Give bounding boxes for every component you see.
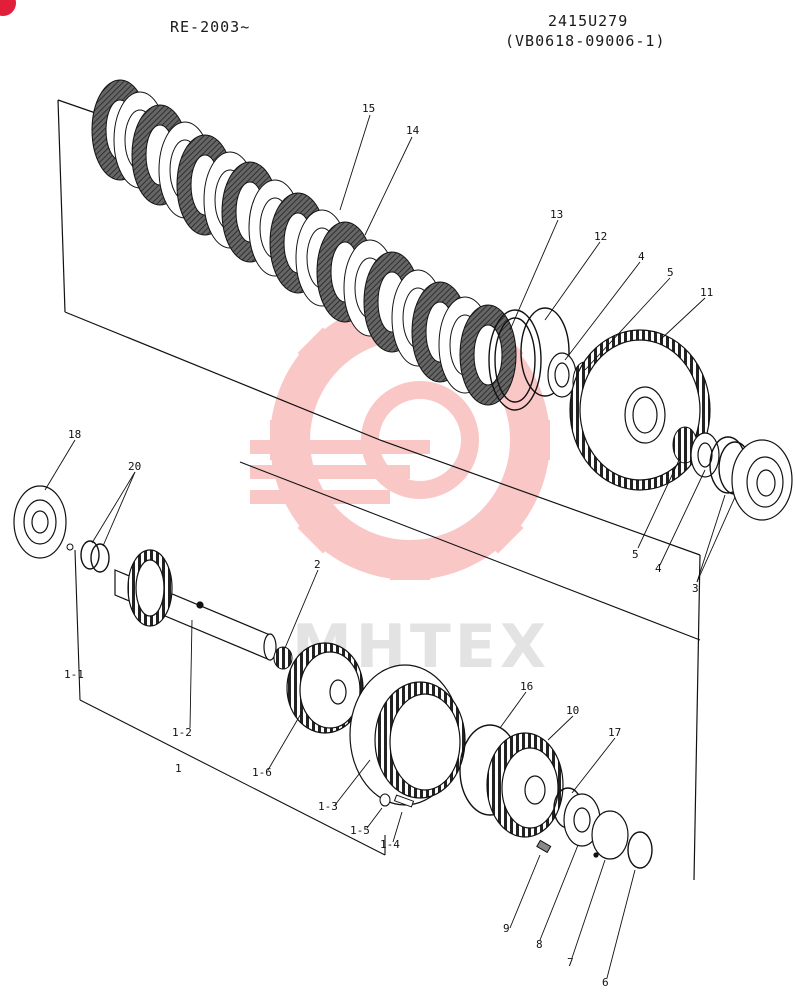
pin-9	[536, 839, 552, 854]
callout-13: 13	[550, 208, 563, 221]
washer-4-lower	[690, 432, 720, 478]
callout-1-2: 1-2	[172, 726, 192, 739]
callout-4b: 4	[655, 562, 662, 575]
rings-20	[80, 540, 110, 573]
gear-11	[569, 329, 711, 491]
ball-bearing-18	[13, 485, 67, 559]
callout-6: 6	[602, 976, 609, 989]
callout-11: 11	[700, 286, 713, 299]
callout-5b: 5	[632, 548, 639, 561]
ball-bearing-right	[731, 439, 793, 521]
callout-4a: 4	[638, 250, 645, 263]
callout-8: 8	[536, 938, 543, 951]
planet-carrier-1-6	[286, 642, 364, 734]
callout-16: 16	[520, 680, 533, 693]
callout-14: 14	[406, 124, 420, 137]
ball-1-1	[66, 543, 74, 551]
callout-1: 1	[175, 762, 182, 775]
callout-18: 18	[68, 428, 81, 441]
clutch-disc-stack	[91, 79, 517, 406]
washer-1-5	[379, 793, 391, 807]
washer-8	[563, 793, 601, 847]
bolt-1-4	[393, 794, 415, 808]
callout-1-3: 1-3	[318, 800, 338, 813]
part-code-label: 2415U279	[548, 12, 629, 30]
needle-bearing-2	[273, 646, 293, 670]
lower-frame	[74, 461, 701, 856]
ring-gear-housing-1-3	[349, 664, 466, 806]
callout-2: 2	[314, 558, 321, 571]
callout-1-5: 1-5	[350, 824, 370, 837]
callout-10: 10	[566, 704, 579, 717]
callout-20: 20	[128, 460, 141, 473]
gear-10	[486, 732, 564, 838]
callout-3: 3	[692, 582, 699, 595]
callout-5a: 5	[667, 266, 674, 279]
corner-badge	[0, 0, 16, 16]
callout-15: 15	[362, 102, 375, 115]
shaft-1-2	[114, 549, 277, 661]
ring-6	[627, 831, 653, 869]
callout-1-4: 1-4	[380, 838, 400, 851]
callout-1-6: 1-6	[252, 766, 272, 779]
callout-17: 17	[608, 726, 621, 739]
ring-12	[520, 307, 570, 397]
callout-12: 12	[594, 230, 607, 243]
leader-lines	[44, 114, 736, 979]
callout-9: 9	[503, 922, 510, 935]
callout-1-1: 1-1	[64, 668, 84, 681]
callouts: 15 14 13 12 4 5 11 5 4 3 18 20 2 1-1 1-2…	[64, 102, 713, 989]
series-label: RE-2003~	[170, 18, 251, 36]
upper-frame	[57, 99, 701, 881]
ref-code-label: (VB0618-09006-1)	[505, 32, 666, 50]
callout-7: 7	[567, 956, 574, 969]
washer-4-upper	[547, 352, 577, 398]
plate-7	[591, 810, 629, 860]
